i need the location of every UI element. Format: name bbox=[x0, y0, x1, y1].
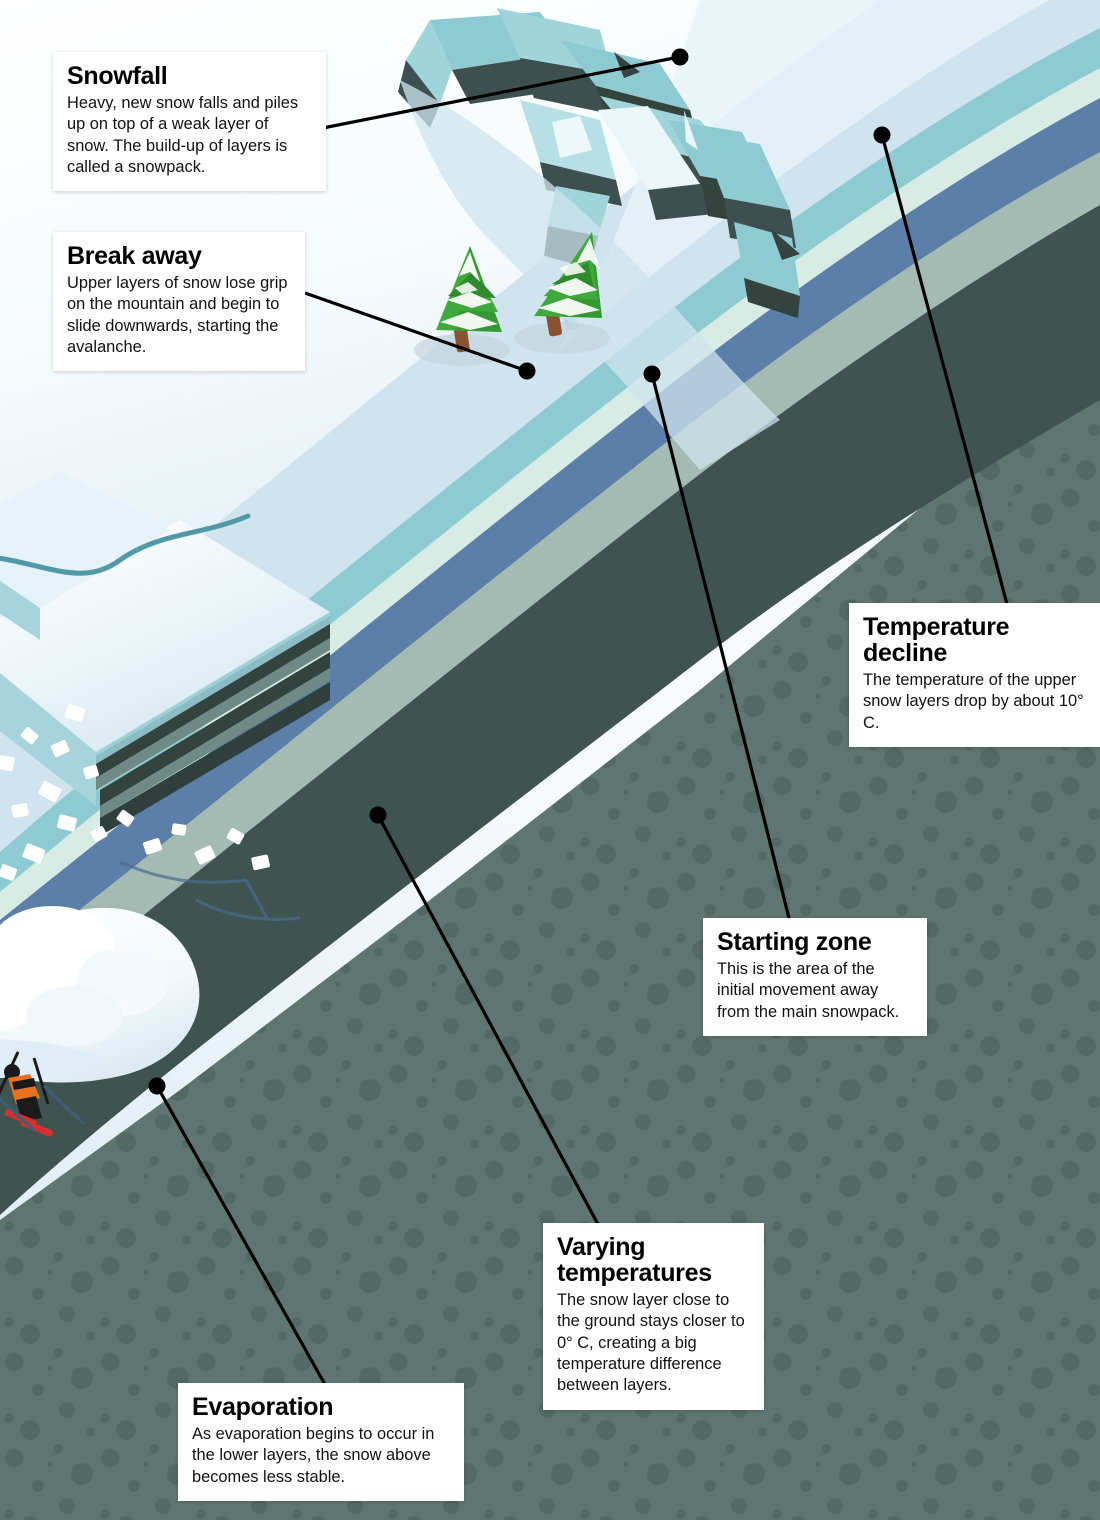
snowpack-block bbox=[0, 470, 330, 836]
leader-temperature bbox=[880, 134, 1009, 605]
leader-dot-snowfall bbox=[671, 48, 689, 66]
snow-flank-highlight bbox=[556, 0, 1050, 352]
leader-dot-evaporation bbox=[148, 1077, 166, 1095]
callout-temperature-title: Temperature decline bbox=[863, 613, 1010, 667]
leader-lines bbox=[155, 55, 1009, 1389]
pine-tree-right bbox=[514, 232, 610, 354]
callout-breakaway-body: Upper layers of snow lose grip on the mo… bbox=[67, 274, 288, 356]
snow-crack-lines bbox=[119, 860, 301, 921]
callout-evaporation-title: Evaporation bbox=[192, 1393, 334, 1421]
callout-startingzone-title: Starting zone bbox=[717, 928, 872, 956]
callout-snowfall-body: Heavy, new snow falls and piles up on to… bbox=[67, 94, 299, 176]
upper-snow-layer bbox=[0, 0, 1100, 852]
steel-blue-layer bbox=[0, 88, 1100, 972]
leader-startingzone bbox=[650, 373, 792, 923]
callout-snowfall: Snowfall Heavy, new snow falls and piles… bbox=[53, 52, 326, 192]
leader-varying bbox=[376, 814, 602, 1229]
callout-breakaway-title: Break away bbox=[67, 242, 202, 270]
skier bbox=[0, 1051, 86, 1137]
leader-breakaway bbox=[304, 291, 528, 373]
slate-dark-layer bbox=[0, 190, 1100, 1215]
leader-evaporation bbox=[155, 1085, 329, 1389]
mint-layer bbox=[0, 60, 1100, 920]
ground-layer bbox=[0, 330, 1100, 1520]
leader-snowfall bbox=[322, 55, 680, 130]
callout-evaporation: Evaporation As evaporation begins to occ… bbox=[178, 1383, 464, 1501]
callout-varying-temperatures: Varying temperatures The snow layer clos… bbox=[543, 1223, 764, 1410]
leader-dot-temperature bbox=[873, 126, 891, 144]
crown-fracture bbox=[398, 8, 800, 330]
callout-temperature-decline: Temperature decline The temperature of t… bbox=[849, 603, 1100, 747]
leader-dot-breakaway bbox=[518, 362, 536, 380]
snow-cloud bbox=[0, 906, 200, 1083]
leader-dot-varying bbox=[369, 806, 387, 824]
gray-green-layer bbox=[0, 138, 1100, 1033]
callout-starting-zone: Starting zone This is the area of the in… bbox=[703, 918, 927, 1036]
callout-varying-title: Varying temperatures bbox=[557, 1233, 712, 1287]
callout-varying-body: The snow layer close to the ground stays… bbox=[557, 1291, 745, 1395]
callout-snowfall-title: Snowfall bbox=[67, 62, 168, 90]
leader-dots bbox=[148, 48, 891, 1095]
callout-evaporation-body: As evaporation begins to occur in the lo… bbox=[192, 1425, 435, 1486]
callout-breakaway: Break away Upper layers of snow lose gri… bbox=[53, 232, 305, 372]
callout-startingzone-body: This is the area of the initial movement… bbox=[717, 960, 900, 1021]
callout-temperature-body: The temperature of the upper snow layers… bbox=[863, 671, 1084, 732]
snow-debris bbox=[0, 704, 270, 881]
leader-dot-startingzone bbox=[643, 365, 661, 383]
